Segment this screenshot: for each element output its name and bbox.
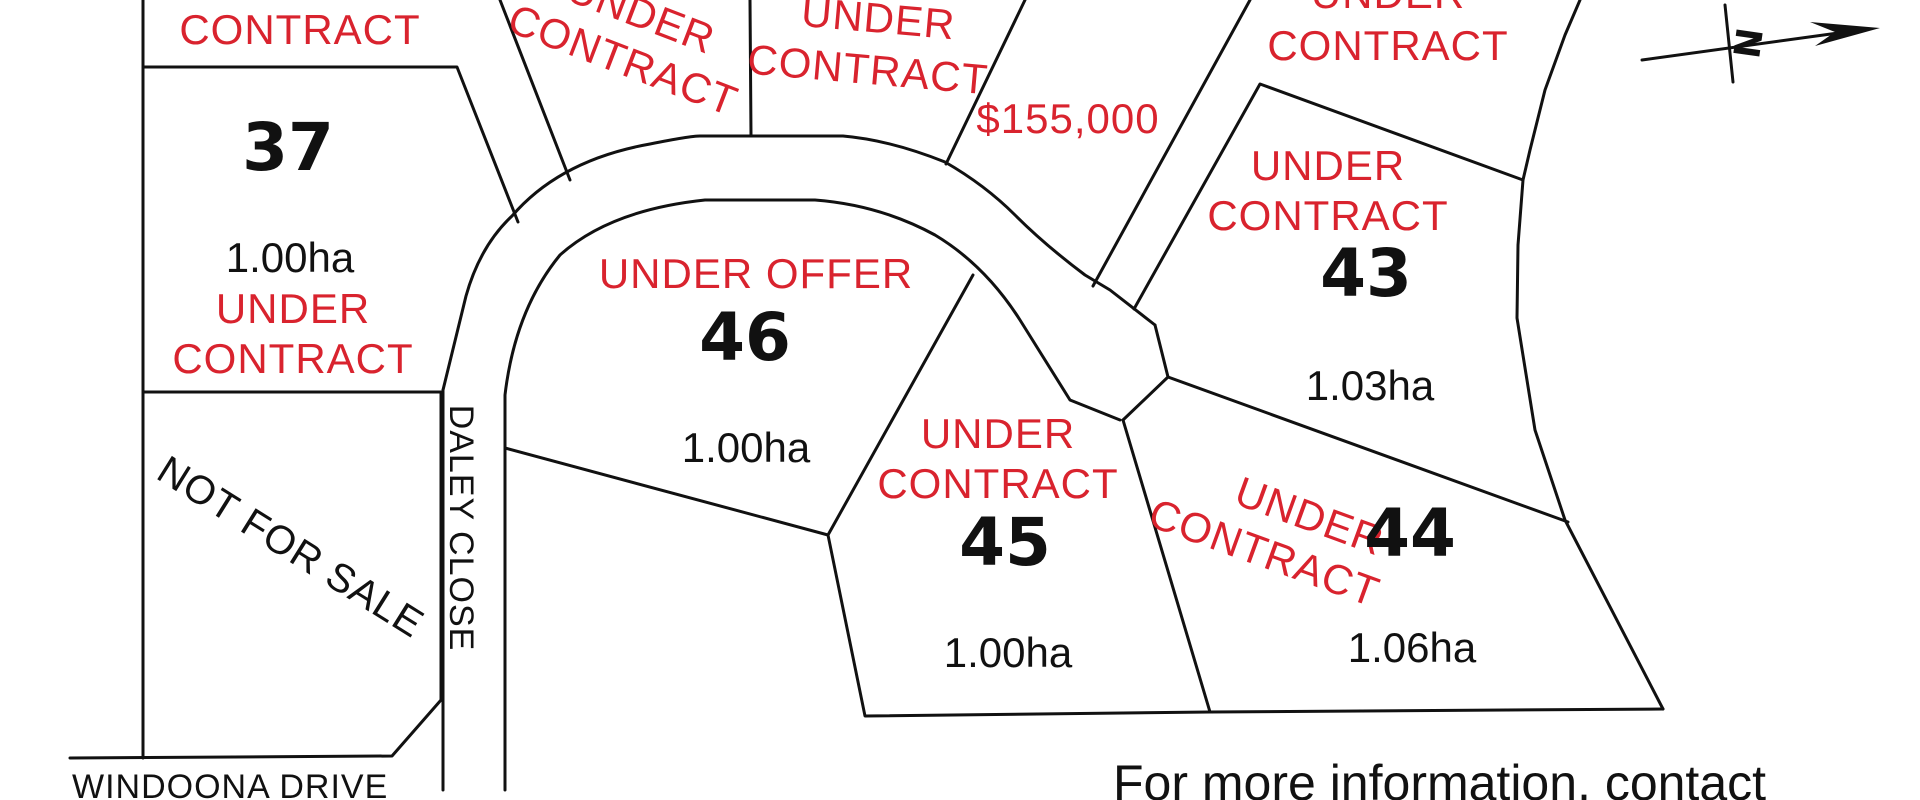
lot-43[interactable]: UNDER CONTRACT 43 1.03ha [1207, 142, 1448, 409]
boundary [1515, 0, 1665, 711]
lot-status-line-2: CONTRACT [1207, 192, 1448, 239]
contact-info: For more information, contact [1113, 755, 1766, 800]
lot-44[interactable]: UNDER CONTRACT 44 1.06ha [1143, 442, 1477, 671]
boundary [68, 390, 443, 760]
lot-status-line-2: CONTRACT [877, 460, 1118, 507]
lot-status-line-1: UNDER [216, 285, 370, 332]
lot-status-line-2: CONTRACT [172, 335, 413, 382]
lot-boundaries [68, 0, 1665, 760]
north-arrow-cross [1723, 3, 1735, 84]
top-lot-c-status: UNDER CONTRACT [1267, 0, 1508, 69]
north-arrow-head [1810, 22, 1880, 46]
boundary [1132, 82, 1525, 311]
road-inner-edge [503, 198, 1122, 792]
lot-number: 46 [699, 299, 791, 376]
daley-close-road [441, 134, 1170, 792]
boundary [503, 446, 830, 537]
lot-number: 45 [959, 504, 1051, 581]
lot-number: 37 [242, 109, 334, 186]
status-line-1: UNDER [1311, 0, 1465, 17]
price-label: $155,000 [976, 95, 1159, 142]
north-arrow-shaft [1640, 28, 1862, 62]
lot-status-line-1: UNDER [921, 410, 1075, 457]
road-outer-edge [441, 134, 1157, 392]
cul-de-sac-end [1121, 323, 1170, 422]
boundary [1166, 375, 1570, 524]
boundary [944, 0, 1027, 166]
boundary [748, 0, 753, 138]
lot-area: 1.00ha [682, 424, 811, 471]
daley-close-label: DALEY CLOSE [442, 405, 480, 652]
lot-45[interactable]: UNDER CONTRACT 45 1.00ha [877, 410, 1118, 676]
lot-number: 44 [1364, 495, 1456, 572]
north-label: N [1727, 25, 1772, 61]
lot-area: 1.06ha [1348, 624, 1477, 671]
boundary [1091, 0, 1252, 288]
lot-number: 43 [1320, 235, 1412, 312]
lot-37[interactable]: 37 1.00ha UNDER CONTRACT [172, 109, 413, 382]
lot-status-line-1: UNDER [1251, 142, 1405, 189]
windoona-drive-label: WINDOONA DRIVE [72, 768, 388, 800]
status-line-2: CONTRACT [746, 35, 991, 103]
lot-46[interactable]: UNDER OFFER 46 1.00ha [599, 250, 913, 471]
lot-area: 1.00ha [944, 629, 1073, 676]
status-line-2: CONTRACT [1267, 22, 1508, 69]
boundary [141, 65, 520, 224]
not-for-sale-label: NOT FOR SALE [150, 448, 432, 647]
top-lot-b-status: UNDER CONTRACT [746, 0, 991, 103]
lot-status-line-1: UNDER OFFER [599, 250, 913, 297]
boundary [826, 273, 1212, 718]
north-arrow: N [1640, 3, 1880, 84]
lot-area: 1.03ha [1306, 362, 1435, 409]
top-left-contract-label: CONTRACT [179, 6, 420, 53]
boundary [498, 0, 572, 182]
lot-area: 1.00ha [226, 234, 355, 281]
